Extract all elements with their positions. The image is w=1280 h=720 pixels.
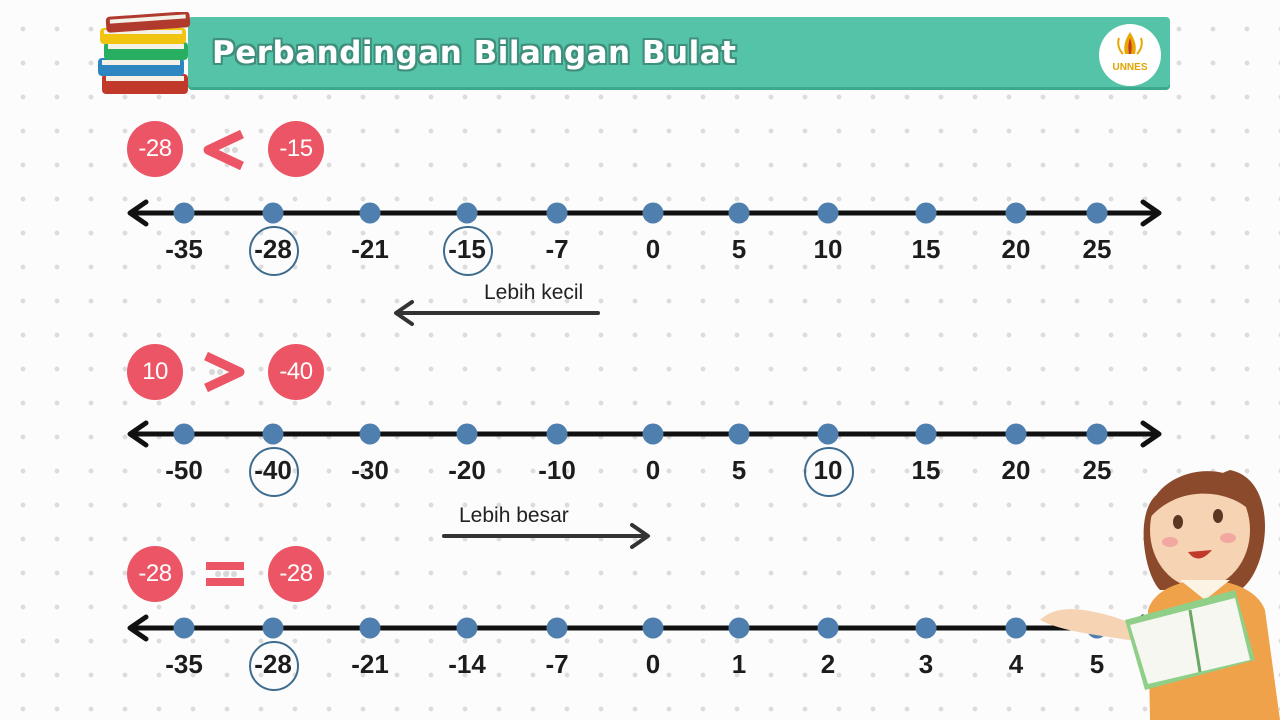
tick-label: -35 bbox=[165, 234, 203, 264]
number-line-point bbox=[817, 617, 839, 639]
tick-label: -14 bbox=[448, 649, 486, 679]
number-line-point bbox=[359, 617, 381, 639]
direction-label-smaller: Lebih kecil bbox=[484, 281, 584, 304]
highlight-ring bbox=[804, 447, 854, 497]
number-line-point bbox=[456, 202, 478, 224]
number-line-point bbox=[262, 202, 284, 224]
number-line-point bbox=[359, 423, 381, 445]
number-line-point bbox=[915, 423, 937, 445]
highlight-ring bbox=[249, 447, 299, 497]
equals-operator bbox=[206, 562, 244, 586]
left-arrowhead bbox=[127, 199, 149, 227]
tick-label: 4 bbox=[1008, 649, 1024, 679]
number-line-point bbox=[456, 423, 478, 445]
highlight-ring bbox=[249, 641, 299, 691]
highlight-ring bbox=[249, 226, 299, 276]
tick-label: 25 bbox=[1082, 234, 1112, 264]
right-number-badge: -15 bbox=[268, 121, 324, 177]
books-stack-icon bbox=[98, 12, 191, 94]
number-line-point bbox=[728, 617, 750, 639]
header-banner bbox=[188, 17, 1170, 87]
page-title: Perbandingan Bilangan Bulat bbox=[212, 35, 737, 71]
tick-label: 0 bbox=[645, 234, 661, 264]
number-line-point bbox=[262, 423, 284, 445]
number-line-point bbox=[546, 617, 568, 639]
number-line-point bbox=[728, 202, 750, 224]
left-number-badge: 10 bbox=[127, 344, 183, 400]
tick-label: 5 bbox=[731, 234, 747, 264]
less-than-operator bbox=[203, 129, 244, 171]
left-number-badge: -28 bbox=[127, 546, 183, 602]
tick-label: 25 bbox=[1082, 455, 1112, 485]
number-line-point bbox=[1005, 423, 1027, 445]
number-line-point bbox=[359, 202, 381, 224]
left-arrowhead bbox=[127, 420, 149, 448]
number-line-point bbox=[642, 423, 664, 445]
tick-label: 2 bbox=[820, 649, 836, 679]
tick-label: 15 bbox=[911, 455, 941, 485]
number-line-point bbox=[915, 617, 937, 639]
tick-label: -10 bbox=[538, 455, 576, 485]
tick-label: -20 bbox=[448, 455, 486, 485]
number-line-point bbox=[1005, 202, 1027, 224]
tick-label: 5 bbox=[731, 455, 747, 485]
direction-label-bigger: Lebih besar bbox=[459, 504, 569, 527]
number-line-point bbox=[546, 423, 568, 445]
number-line-point bbox=[262, 617, 284, 639]
tick-label: 0 bbox=[645, 649, 661, 679]
number-line-point bbox=[817, 423, 839, 445]
tick-label: 3 bbox=[918, 649, 934, 679]
tick-label: 5 bbox=[1089, 649, 1105, 679]
number-line-point bbox=[173, 423, 195, 445]
tick-label: 20 bbox=[1001, 455, 1031, 485]
arrow-right-icon bbox=[442, 523, 650, 549]
tick-label: -7 bbox=[545, 234, 569, 264]
right-number-badge: -40 bbox=[268, 344, 324, 400]
left-arrowhead bbox=[127, 614, 149, 642]
right-number-badge: -28 bbox=[268, 546, 324, 602]
number-line-point bbox=[642, 202, 664, 224]
teacher-illustration bbox=[1040, 470, 1280, 720]
tick-label: -30 bbox=[351, 455, 389, 485]
tick-label: -50 bbox=[165, 455, 203, 485]
number-line-point bbox=[1086, 423, 1108, 445]
number-line-point bbox=[173, 617, 195, 639]
tick-label: 0 bbox=[645, 455, 661, 485]
university-logo: UNNES bbox=[1099, 24, 1161, 86]
number-line-point bbox=[173, 202, 195, 224]
highlight-ring bbox=[443, 226, 493, 276]
number-line-point bbox=[817, 202, 839, 224]
number-line-point bbox=[456, 617, 478, 639]
arrow-left-icon bbox=[394, 300, 600, 326]
number-line-point bbox=[1086, 202, 1108, 224]
tick-label: -21 bbox=[351, 234, 389, 264]
tick-label: 15 bbox=[911, 234, 941, 264]
tick-label: -35 bbox=[165, 649, 203, 679]
tick-label: -21 bbox=[351, 649, 389, 679]
tick-label: 1 bbox=[731, 649, 747, 679]
left-number-badge: -28 bbox=[127, 121, 183, 177]
flame-logo-icon bbox=[1117, 32, 1143, 55]
tick-label: -7 bbox=[545, 649, 569, 679]
right-arrowhead bbox=[1140, 420, 1162, 448]
right-arrowhead bbox=[1140, 199, 1162, 227]
number-line-point bbox=[728, 423, 750, 445]
number-line-point bbox=[642, 617, 664, 639]
logo-label: UNNES bbox=[1112, 62, 1148, 73]
number-line-point bbox=[1005, 617, 1027, 639]
number-line-point bbox=[915, 202, 937, 224]
tick-label: 10 bbox=[813, 234, 843, 264]
greater-than-operator bbox=[204, 351, 245, 393]
number-line-point bbox=[546, 202, 568, 224]
tick-label: 20 bbox=[1001, 234, 1031, 264]
